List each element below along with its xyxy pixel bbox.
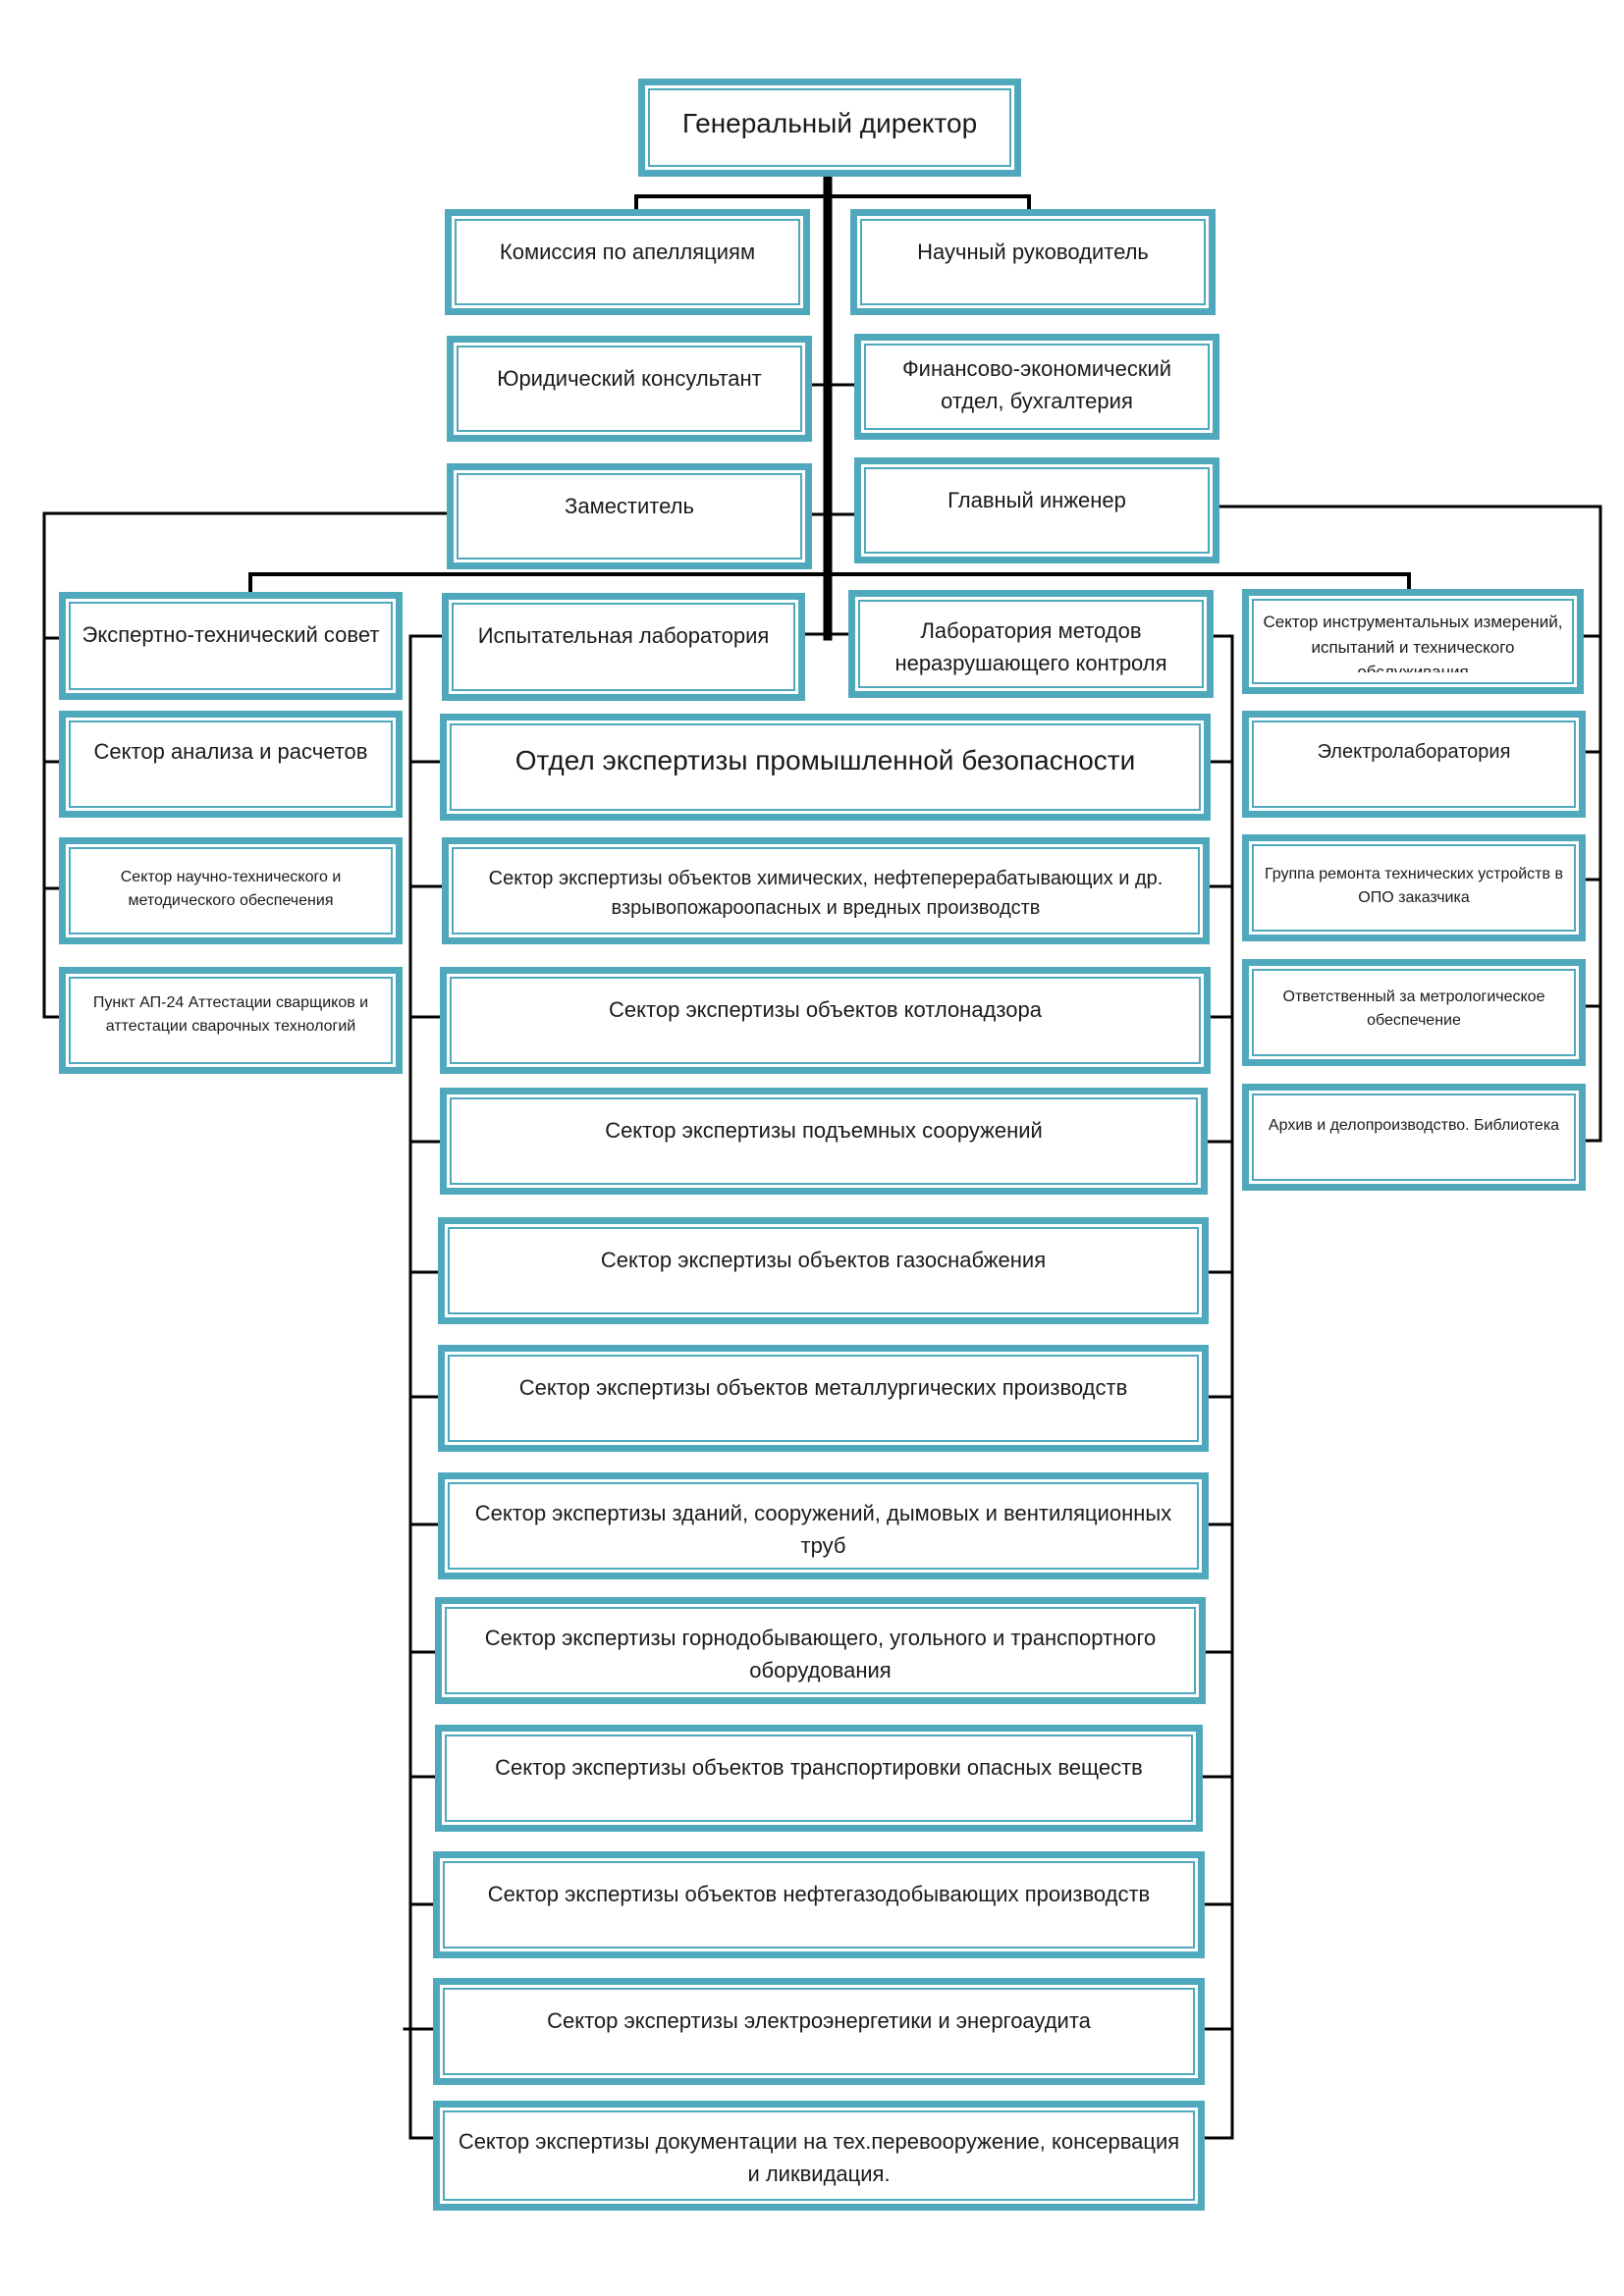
- node-analysis-sector: Сектор анализа и расчетов: [59, 711, 403, 818]
- node-legal: Юридический консультант: [447, 336, 812, 442]
- node-repair-group-label: Группа ремонта технических устройств в О…: [1265, 866, 1563, 906]
- node-transport-sector: Сектор экспертизы объектов транспортиров…: [435, 1725, 1203, 1832]
- node-deputy: Заместитель: [447, 463, 812, 569]
- node-oilgas-sector: Сектор экспертизы объектов нефтегазодобы…: [433, 1851, 1205, 1958]
- node-safety-dept-label: Отдел экспертизы промышленной безопаснос…: [514, 745, 1136, 775]
- node-finance: Финансово-экономический отдел, бухгалтер…: [854, 334, 1219, 440]
- node-docs-sector: Сектор экспертизы документации на тех.пе…: [433, 2101, 1205, 2211]
- node-ceo: Генеральный директор: [638, 79, 1021, 177]
- node-lifting-sector-label: Сектор экспертизы подъемных сооружений: [605, 1118, 1043, 1143]
- node-metrology: Ответственный за метрологическое обеспеч…: [1242, 959, 1586, 1066]
- node-electrolab-label: Электролаборатория: [1317, 741, 1511, 763]
- node-buildings-sector-label: Сектор экспертизы зданий, сооружений, ды…: [474, 1501, 1172, 1558]
- node-oilgas-sector-label: Сектор экспертизы объектов нефтегазодобы…: [487, 1882, 1151, 1906]
- node-methodical-sector: Сектор научно-технического и методическо…: [59, 837, 403, 944]
- node-test-lab: Испытательная лаборатория: [442, 593, 805, 701]
- node-ap24-label: Пункт АП-24 Аттестации сварщиков и аттес…: [92, 994, 369, 1035]
- node-safety-dept: Отдел экспертизы промышленной безопаснос…: [440, 714, 1211, 821]
- node-ap24: Пункт АП-24 Аттестации сварщиков и аттес…: [59, 967, 403, 1074]
- node-chem-sector-label: Сектор экспертизы объектов химических, н…: [488, 868, 1164, 919]
- node-docs-sector-label: Сектор экспертизы документации на тех.пе…: [458, 2129, 1180, 2186]
- node-boiler-sector: Сектор экспертизы объектов котлонадзора: [440, 967, 1211, 1074]
- node-electrolab: Электролаборатория: [1242, 711, 1586, 818]
- node-archive-label: Архив и делопроизводство. Библиотека: [1268, 1117, 1560, 1134]
- node-gas-sector: Сектор экспертизы объектов газоснабжения: [438, 1217, 1209, 1324]
- node-chief-engineer: Главный инженер: [854, 457, 1219, 563]
- node-repair-group: Группа ремонта технических устройств в О…: [1242, 834, 1586, 941]
- node-gas-sector-label: Сектор экспертизы объектов газоснабжения: [600, 1248, 1047, 1272]
- node-expert-council-label: Экспертно-технический совет: [81, 622, 380, 647]
- node-scientific: Научный руководитель: [850, 209, 1216, 315]
- node-metallurgy-sector: Сектор экспертизы объектов металлургичес…: [438, 1345, 1209, 1452]
- node-chem-sector: Сектор экспертизы объектов химических, н…: [442, 837, 1210, 944]
- node-mining-sector-label: Сектор экспертизы горнодобывающего, угол…: [484, 1626, 1157, 1682]
- node-appeals-label: Комиссия по апелляциям: [499, 240, 756, 264]
- node-test-lab-label: Испытательная лаборатория: [477, 623, 770, 648]
- node-analysis-sector-label: Сектор анализа и расчетов: [93, 739, 368, 764]
- node-legal-label: Юридический консультант: [497, 366, 762, 391]
- node-instrument-sector-label: Сектор инструментальных измерений, испыт…: [1263, 613, 1563, 672]
- node-ndt-lab-label: Лаборатория методов неразрушающего контр…: [894, 618, 1167, 675]
- node-chief-engineer-label: Главный инженер: [947, 488, 1126, 512]
- node-boiler-sector-label: Сектор экспертизы объектов котлонадзора: [609, 997, 1042, 1022]
- node-expert-council: Экспертно-технический совет: [59, 592, 403, 700]
- node-appeals: Комиссия по апелляциям: [445, 209, 810, 315]
- node-instrument-sector: Сектор инструментальных измерений, испыт…: [1242, 589, 1584, 694]
- node-power-sector: Сектор экспертизы электроэнергетики и эн…: [433, 1978, 1205, 2085]
- node-deputy-label: Заместитель: [565, 494, 694, 518]
- node-buildings-sector: Сектор экспертизы зданий, сооружений, ды…: [438, 1472, 1209, 1579]
- node-ndt-lab: Лаборатория методов неразрушающего контр…: [848, 590, 1214, 698]
- node-metrology-label: Ответственный за метрологическое обеспеч…: [1282, 988, 1545, 1029]
- node-scientific-label: Научный руководитель: [917, 240, 1149, 264]
- node-finance-label: Финансово-экономический отдел, бухгалтер…: [901, 356, 1172, 413]
- node-transport-sector-label: Сектор экспертизы объектов транспортиров…: [495, 1755, 1143, 1780]
- node-methodical-sector-label: Сектор научно-технического и методическо…: [120, 869, 342, 909]
- node-archive: Архив и делопроизводство. Библиотека: [1242, 1084, 1586, 1191]
- node-mining-sector: Сектор экспертизы горнодобывающего, угол…: [435, 1597, 1206, 1704]
- node-ceo-label: Генеральный директор: [681, 108, 978, 138]
- node-metallurgy-sector-label: Сектор экспертизы объектов металлургичес…: [518, 1375, 1128, 1400]
- node-power-sector-label: Сектор экспертизы электроэнергетики и эн…: [547, 2008, 1091, 2033]
- node-lifting-sector: Сектор экспертизы подъемных сооружений: [440, 1088, 1208, 1195]
